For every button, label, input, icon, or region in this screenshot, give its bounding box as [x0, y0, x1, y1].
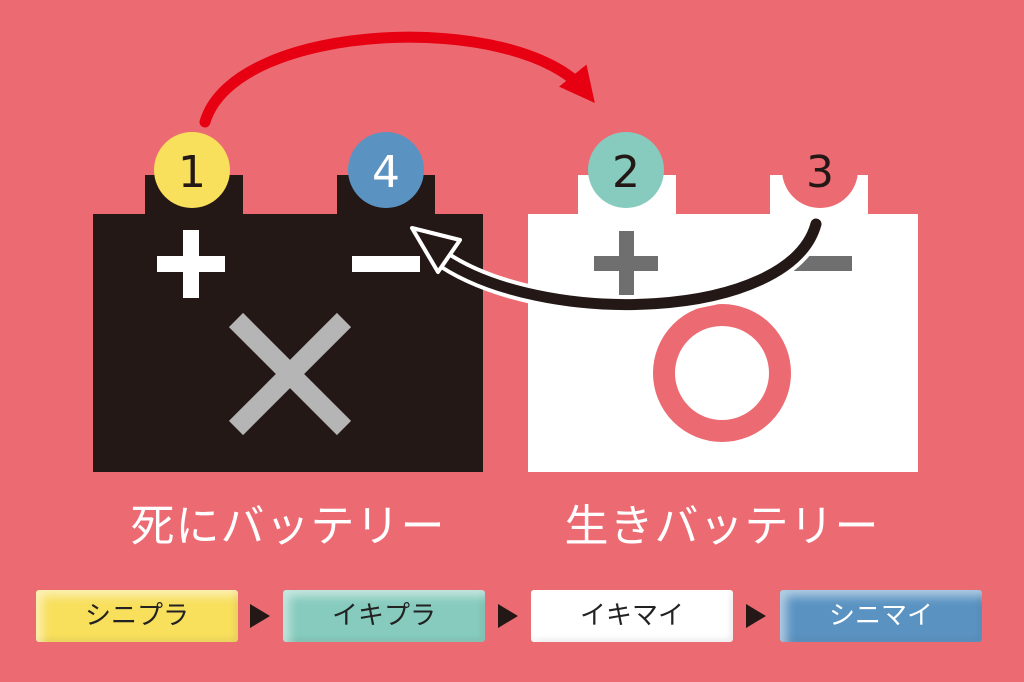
- cross-icon: [228, 312, 352, 436]
- live-battery: [528, 175, 918, 472]
- circle-icon: [653, 304, 791, 442]
- step-1-label: シニプラ: [36, 590, 238, 642]
- terminal-badge-2: 2: [588, 132, 664, 208]
- live-plus-icon: [594, 231, 658, 295]
- terminal-badge-1: 1: [154, 132, 230, 208]
- dead-battery: [93, 175, 483, 472]
- step-4-label: シニマイ: [780, 590, 982, 642]
- right-triangle-arrow-icon: [498, 604, 518, 628]
- live-battery-caption: 生きバッテリー: [564, 501, 880, 552]
- terminal-number-2: 2: [612, 147, 640, 198]
- step-3-label: イキマイ: [531, 590, 733, 642]
- curved-red-arrow-icon: [199, 31, 595, 128]
- terminal-number-1: 1: [178, 147, 206, 198]
- curved-black-arrow-icon: [410, 214, 826, 314]
- step-2-label: イキプラ: [283, 590, 485, 642]
- terminal-badge-3: 3: [782, 132, 858, 208]
- terminal-badge-4: 4: [348, 132, 424, 208]
- dead-minus-icon: [352, 256, 420, 272]
- dead-plus-icon: [157, 230, 225, 298]
- terminal-number-3: 3: [806, 147, 834, 198]
- dead-battery-caption: 死にバッテリー: [130, 501, 446, 552]
- right-triangle-arrow-icon: [746, 604, 766, 628]
- terminal-number-4: 4: [372, 147, 400, 198]
- right-triangle-arrow-icon: [250, 604, 270, 628]
